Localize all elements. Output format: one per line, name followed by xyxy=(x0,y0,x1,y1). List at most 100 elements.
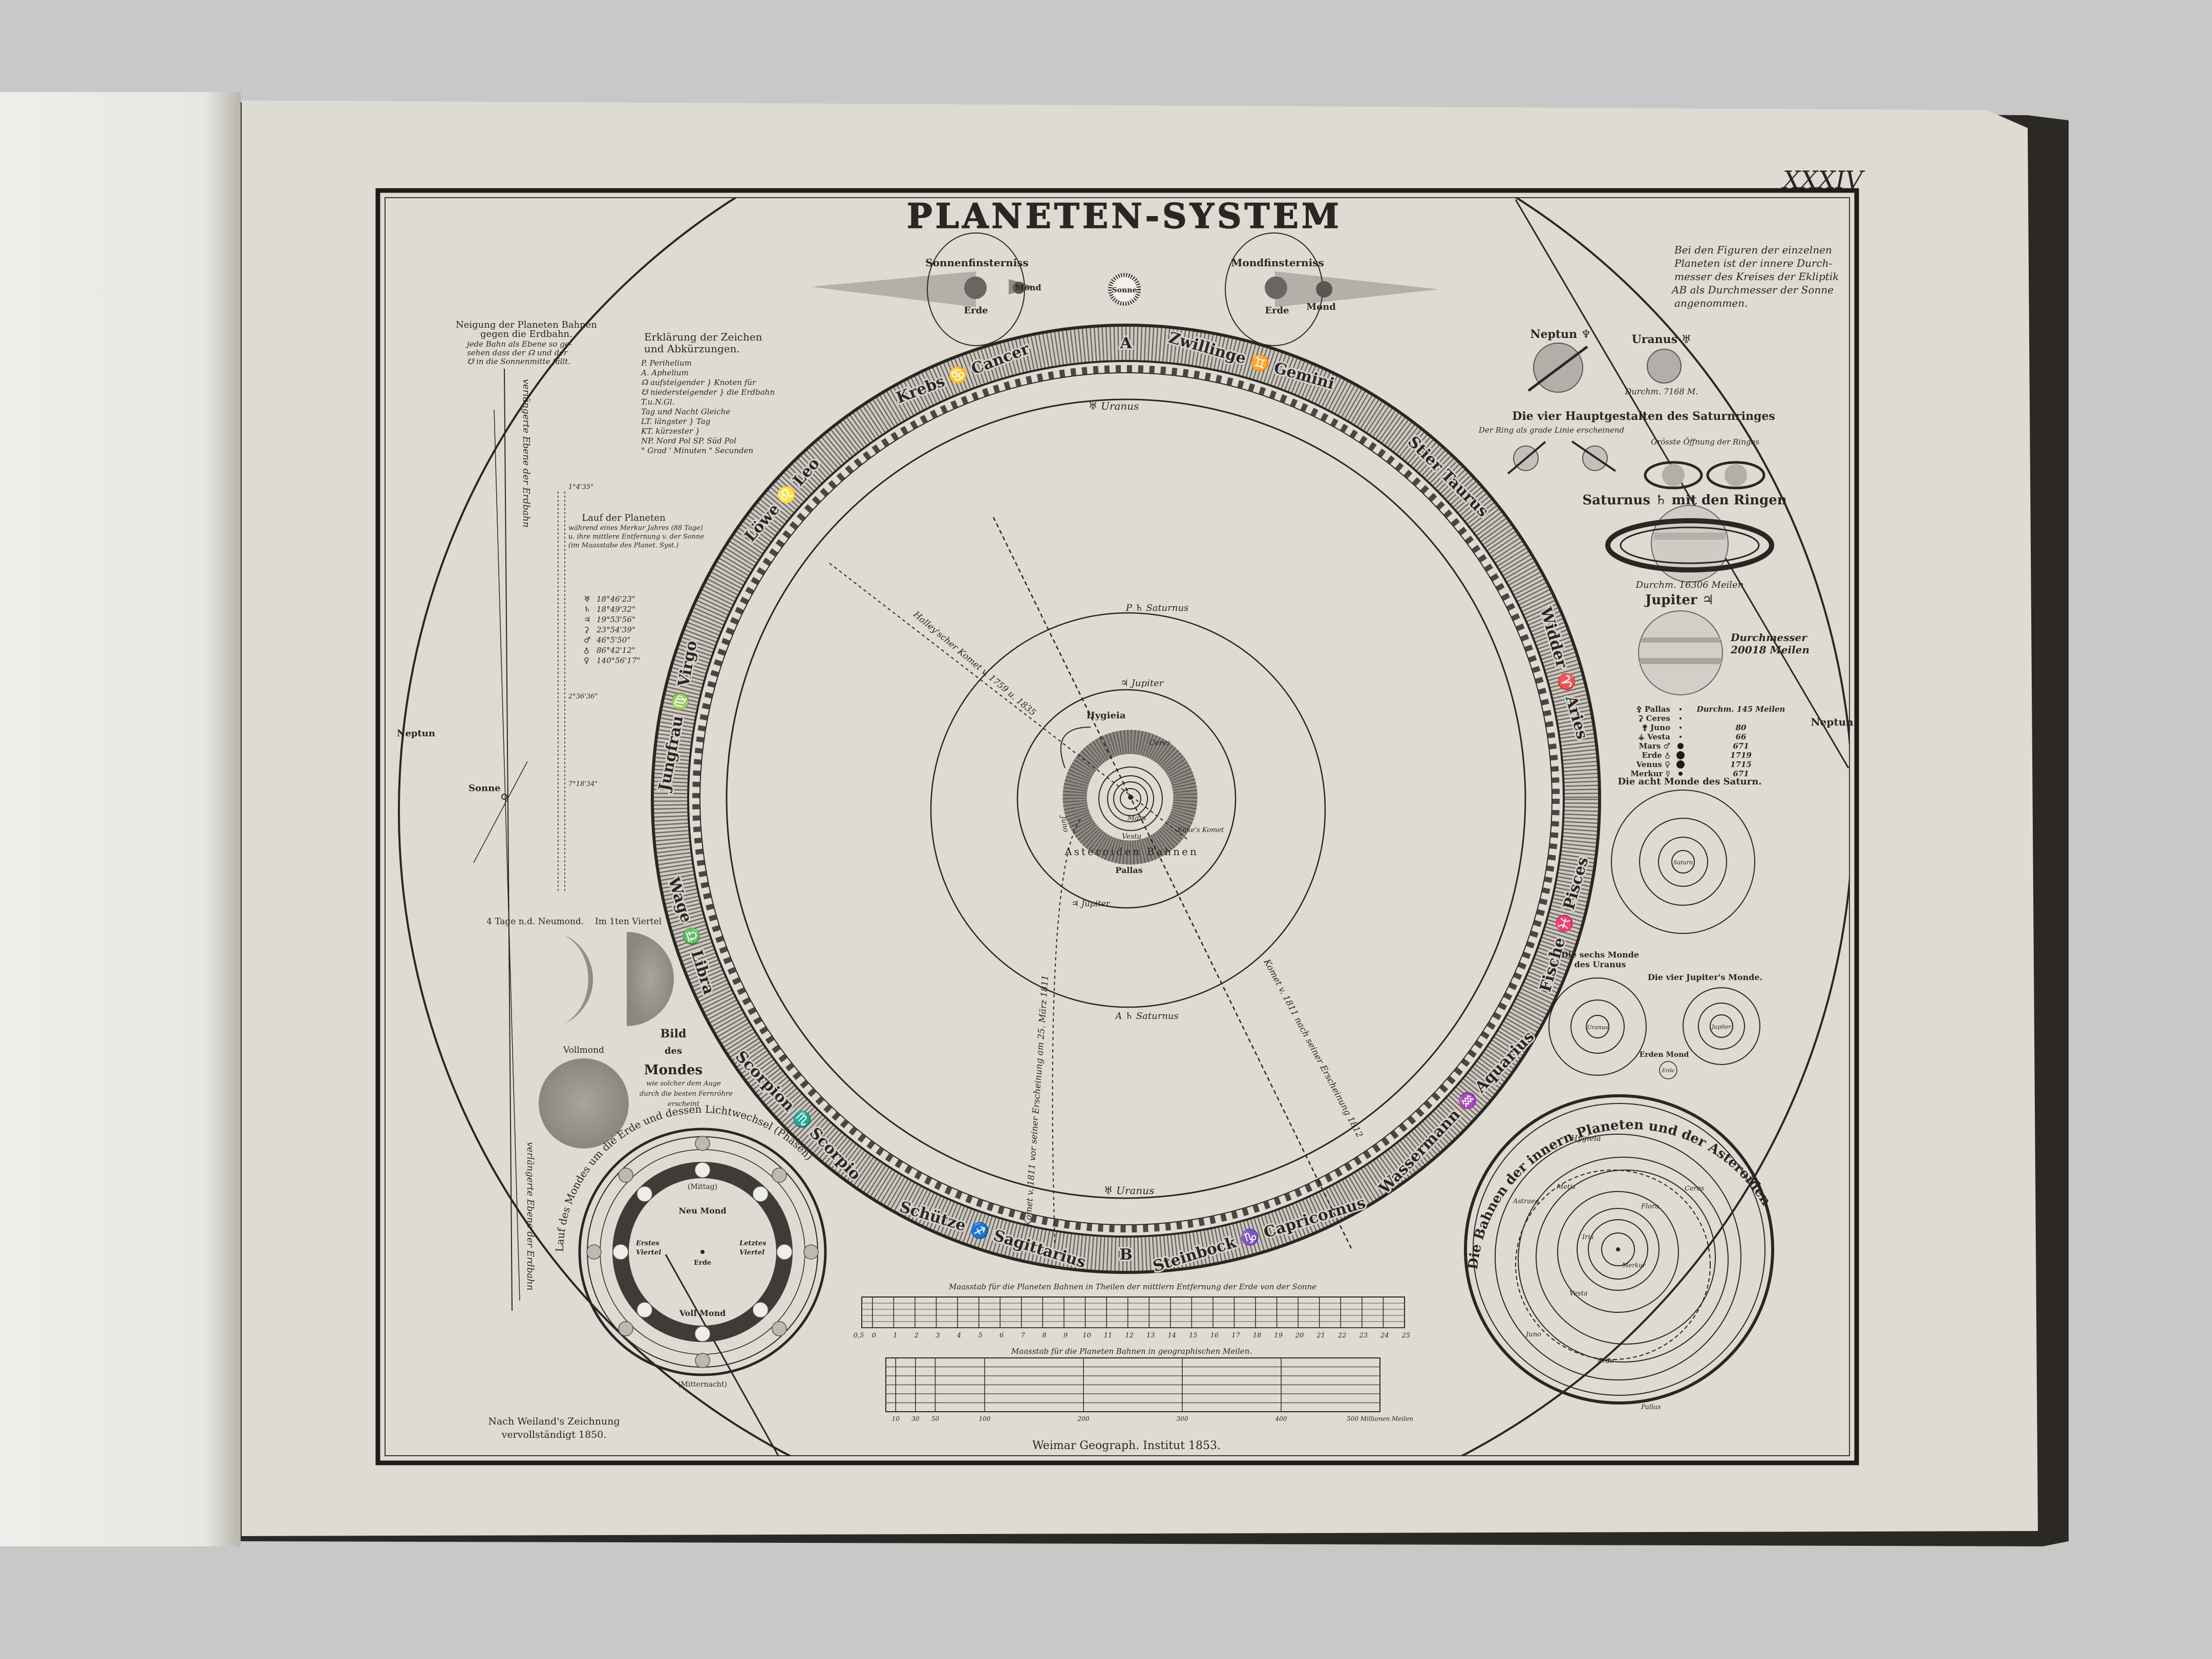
planet-name: ⚳ Ceres xyxy=(1637,714,1670,723)
scale-tick-label: 25 xyxy=(1401,1332,1411,1339)
moon-phase-icon xyxy=(636,1186,653,1202)
jupiter-center-label: Jupiter xyxy=(1711,1024,1732,1030)
degree-ring-edge xyxy=(699,372,1552,1225)
saturn-ring-inner xyxy=(1620,526,1760,564)
asteroid-orbit xyxy=(1515,1169,1711,1360)
planet-size-dot xyxy=(1679,736,1682,738)
pallas-label: Pallas xyxy=(1115,865,1143,875)
moon-icon xyxy=(1013,282,1025,294)
orbit-label: Flora xyxy=(1641,1203,1659,1210)
scale-tick-label: 21 xyxy=(1316,1332,1325,1339)
saturn-diameter: Durchm. 16306 Meilen xyxy=(1635,580,1744,590)
jupiter-moons-title: Die vier Jupiter's Monde. xyxy=(1648,972,1762,982)
ecliptic-extension-label: verlängerte Ebene der Erdbahn xyxy=(525,1142,536,1290)
credit-line: Nach Weiland's Zeichnung xyxy=(488,1416,620,1427)
sun-icon xyxy=(501,794,507,800)
scale-tick-label: 10 xyxy=(1082,1332,1091,1339)
eclipse-diagram: Sonnenfinsterniss Mondfinsterniss Mond S… xyxy=(811,232,1439,346)
earth-center-label: Erde xyxy=(1662,1068,1674,1074)
moon-images: 4 Tage n.d. Neumond. Im 1ten Viertel Bil… xyxy=(486,917,733,1148)
full-moon-label: Voll Mond xyxy=(679,1308,726,1318)
planet-size-dot xyxy=(1679,717,1682,719)
moon-course-outer xyxy=(578,1128,827,1376)
legend: Erklärung der Zeichen und Abkürzungen. xyxy=(644,331,762,355)
moon-phase-icon xyxy=(776,1244,793,1260)
legend-item: Tag und Nacht Gleiche xyxy=(641,407,730,416)
ecliptic-extension-line xyxy=(504,368,513,1311)
saturn-rings-line-label: Der Ring als grade Linie erscheinend xyxy=(1478,426,1624,435)
scale-tick-label: 11 xyxy=(1104,1332,1113,1339)
jupiter-figure xyxy=(1638,610,1723,695)
moon-phase-icon xyxy=(695,1136,710,1151)
uranus-center-label: Uranus xyxy=(1587,1024,1608,1031)
moon-phase-icon xyxy=(752,1302,769,1318)
uranus-diameter: Durchm. 7168 M. xyxy=(1625,387,1698,396)
planet-diameter: 671 xyxy=(1733,769,1749,778)
note-line: Planeten ist der innere Durch- xyxy=(1674,257,1833,269)
planet-size-dot xyxy=(1679,727,1682,729)
jupiter-label: ♃ Jupiter xyxy=(1120,678,1164,689)
jupiter-orbit xyxy=(1016,689,1237,909)
jupiter-diameter: Durchmesser xyxy=(1730,631,1807,644)
uranus-orbit xyxy=(726,398,1526,1199)
encke-comet-path xyxy=(1060,727,1091,769)
moon-phase-icon xyxy=(695,1353,710,1368)
moon-image-title: Mondes xyxy=(644,1062,703,1078)
jupiter-band xyxy=(1641,637,1720,643)
planet-symbol: ♃ xyxy=(584,615,590,624)
ceres-label: Ceres xyxy=(1149,739,1170,747)
asteroid-orbit xyxy=(1518,1157,1729,1363)
mercury-orbit xyxy=(1601,1232,1635,1266)
saturn-orbit xyxy=(930,612,1326,1008)
zodiac-point-b: B xyxy=(1119,1246,1132,1264)
mercury-orbit xyxy=(1120,788,1141,810)
moon-phase-icon xyxy=(694,1162,711,1178)
moon-phase-icon xyxy=(612,1244,629,1260)
course-mark: 2°36'36" xyxy=(568,693,598,700)
vesta-label: Vesta xyxy=(1122,833,1141,841)
hygieia-label: Hygieia xyxy=(1087,710,1126,721)
scale-tick-label: 50 xyxy=(931,1415,940,1422)
earth-label: Erde xyxy=(694,1259,711,1267)
uranus-moons-title: Die sechs Monde xyxy=(1561,950,1639,960)
inclination-diagram: Neigung der Planeten Bahnen gegen die Er… xyxy=(397,320,597,1311)
saturn-center-label: Saturn xyxy=(1673,859,1693,866)
note-line: angenommen. xyxy=(1674,297,1748,309)
scale-tick-label: 500 Millionen Meilen xyxy=(1347,1415,1413,1422)
moon-phase-icon xyxy=(772,1321,787,1336)
planet-diameter: 66 xyxy=(1736,732,1747,741)
planet-size-dot xyxy=(1677,743,1684,749)
plate-note: Bei den Figuren der einzelnen Planeten i… xyxy=(1671,244,1839,309)
planet-course-sub: u. ihre mittlere Entfernung v. der Sonne xyxy=(568,533,704,541)
saturn-moon-orbit xyxy=(1658,837,1708,887)
orbit-label: Ceres xyxy=(1685,1185,1705,1193)
zodiac-hatching xyxy=(652,325,1600,1272)
moon-phase-icons xyxy=(586,1136,819,1368)
inclination-title: gegen die Erdbahn. xyxy=(480,329,572,339)
saturn-rings-title: Die vier Hauptgestalten des Saturnringes xyxy=(1512,410,1775,423)
planet-diameter: 671 xyxy=(1733,741,1749,751)
jupiter-moon-orbit xyxy=(1698,1003,1745,1050)
scale-tick-label: 5 xyxy=(978,1332,982,1339)
planet-angle: 18°46'23" xyxy=(597,594,635,604)
note-line: messer des Kreises der Ekliptik xyxy=(1674,270,1839,283)
zodiac-outer-edge xyxy=(651,324,1601,1274)
planet-symbol: ♁ xyxy=(584,646,589,655)
inclination-note: ☋ in die Sonnenmitte fällt. xyxy=(467,357,570,366)
jupiter-diameter: 20018 Meilen xyxy=(1730,644,1810,656)
jupiter-moon-orbit xyxy=(1683,987,1760,1065)
lunar-eclipse-label: Mondfinsterniss xyxy=(1231,257,1324,269)
scale-tick-label: 23 xyxy=(1359,1332,1368,1339)
legend-item: T.u.N.Gl. xyxy=(641,397,674,407)
scale-tick-label: 19 xyxy=(1274,1332,1283,1339)
planet-course: Lauf der Planeten während eines Merkur J… xyxy=(558,483,704,891)
neptune-label: Neptun xyxy=(397,728,435,739)
planet-size-dot xyxy=(1676,751,1685,759)
first-quarter-label: Erstes xyxy=(635,1240,660,1247)
encke-comet-label: Enke's Komet xyxy=(1177,826,1224,834)
page-title: PLANETEN-SYSTEM xyxy=(907,196,1342,236)
planet-size-dot xyxy=(1676,760,1685,769)
legend-title: und Abkürzungen. xyxy=(644,343,740,355)
